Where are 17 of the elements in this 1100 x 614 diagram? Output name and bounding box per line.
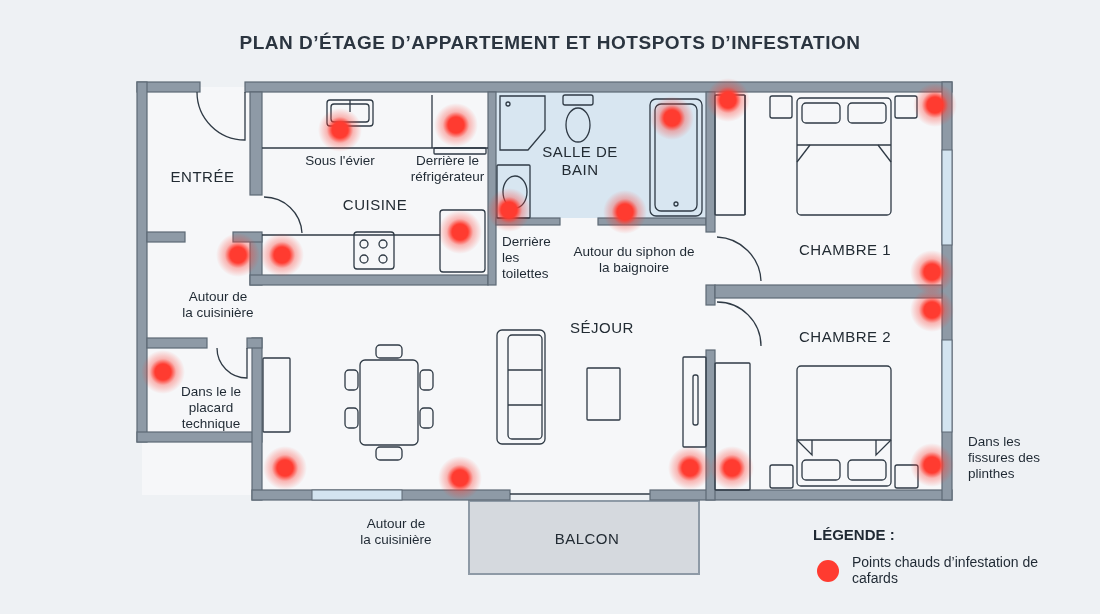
- hotspot-label: Sous l'évier: [304, 153, 376, 169]
- hotspot-label: Dans les fissures des plinthes: [968, 434, 1042, 482]
- room-name: BALCON: [553, 530, 621, 548]
- title: PLAN D’ÉTAGE D’APPARTEMENT ET HOTSPOTS D’INFESTATION: [238, 32, 862, 54]
- hotspot-label: Autour de la cuisinière: [360, 516, 432, 548]
- hotspot-label: Derrière le réfrigérateur: [409, 153, 486, 185]
- hotspot-label: Autour de la cuisinière: [182, 289, 254, 321]
- room-name: CHAMBRE 2: [798, 328, 892, 346]
- legend-heading: LÉGENDE :: [813, 527, 896, 543]
- room-name: CUISINE: [341, 196, 409, 214]
- room-name: SÉJOUR: [569, 319, 635, 337]
- hotspot-label: Autour du siphon de la baignoire: [572, 244, 696, 276]
- legend-text: Points chauds d’infestation de cafards: [852, 554, 1039, 586]
- hotspot-label: Derrière les toilettes: [502, 234, 552, 282]
- room-name: ENTRÉE: [169, 168, 236, 186]
- hotspot-label: Dans le le placard technique: [179, 384, 242, 432]
- room-name: SALLE DE BAIN: [541, 143, 619, 179]
